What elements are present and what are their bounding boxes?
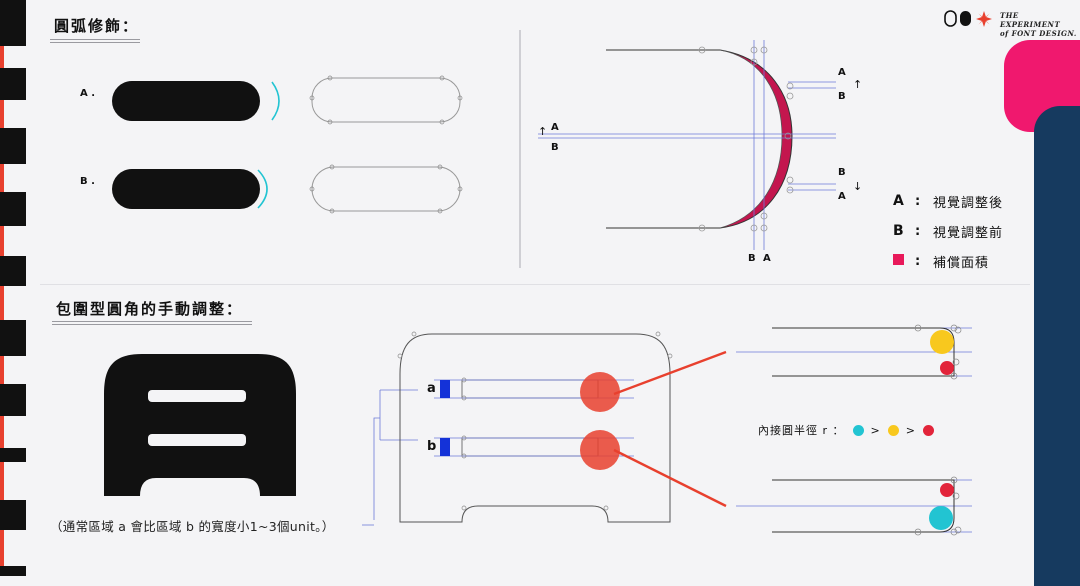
radius-dot-yellow <box>887 424 899 436</box>
highlight-circle-b <box>580 430 620 470</box>
legend-text-a: 視覺調整後 <box>933 195 1004 211</box>
zoom-detail-bottom <box>736 476 972 536</box>
legend-colon: : <box>915 223 921 239</box>
section1-rule <box>50 39 140 40</box>
legend-row-a: A : 視覺調整後 <box>893 186 1003 216</box>
curve-label-top-a: A <box>838 67 846 78</box>
legend-row-b: B : 視覺調整前 <box>893 216 1003 246</box>
compensation-area <box>720 50 792 228</box>
section-divider-horizontal <box>40 284 1030 285</box>
arc-shapes <box>112 75 463 214</box>
highlight-circle-a <box>580 372 620 412</box>
navy-panel <box>1034 106 1080 586</box>
brand-text: THE EXPERIMENT of FONT DESIGN. <box>1000 11 1080 38</box>
label-a: A . <box>80 88 96 99</box>
zone-label-a: a <box>427 381 436 396</box>
legend-row-compensation: : 補償面積 <box>893 246 1003 276</box>
legend: A : 視覺調整後 B : 視覺調整前 : 補償面積 <box>893 186 1003 276</box>
arrow-up-right-icon: ↑ <box>853 78 863 91</box>
curve-a <box>606 49 793 229</box>
curve-label-bottom-b: B <box>838 167 846 178</box>
section2-note: （通常區域 a 會比區域 b 的寬度小1~3個unit。） <box>50 519 335 534</box>
legend-colon: : <box>915 193 921 209</box>
legend-text-compensation: 補償面積 <box>933 255 990 271</box>
solid-pill-b <box>112 169 260 209</box>
curve-diagram <box>538 40 836 250</box>
outline-pill-a <box>311 77 461 123</box>
curve-label-left-a: A <box>551 122 559 133</box>
legend-text-b: 視覺調整前 <box>933 225 1004 241</box>
inscribed-circle-cyan <box>929 506 953 530</box>
outline-pill-b <box>311 166 461 212</box>
cyan-arc-a <box>271 81 280 121</box>
inner-bar-b <box>461 437 599 457</box>
brand-logo-icon <box>944 10 992 27</box>
legend-key-a: A <box>893 193 904 209</box>
zoom-detail-top <box>736 324 972 380</box>
zone-label-b: b <box>427 439 437 454</box>
inner-bar-a <box>461 379 599 399</box>
curve-label-bottom-a: A <box>838 191 846 202</box>
label-b: B . <box>80 176 95 187</box>
solid-pill-a <box>112 81 260 121</box>
zoom-lines <box>613 350 727 508</box>
radius-gt-2: > <box>905 423 916 437</box>
legend-key-b: B <box>893 223 904 239</box>
curve-label-x-a: A <box>763 253 771 264</box>
legend-swatch <box>893 253 915 269</box>
outline-glyph-diagram <box>397 331 673 523</box>
inscribed-circle-red <box>940 361 954 375</box>
radius-dot-cyan <box>852 424 864 436</box>
curve-b <box>719 49 783 229</box>
arrow-down-right-icon: ↓ <box>853 180 863 193</box>
radius-label: 內接圓半徑 r ： <box>758 424 845 437</box>
curve-label-top-b: B <box>838 91 846 102</box>
radius-gt-1: > <box>870 423 881 437</box>
section1-title: 圓弧修飾： <box>54 17 140 35</box>
cyan-arc-b <box>257 169 268 209</box>
radius-order: 內接圓半徑 r ： > > <box>758 422 934 438</box>
arrow-up-left-icon: ↑ <box>538 125 548 138</box>
bracket-connector <box>362 389 418 526</box>
zone-a-blue <box>440 380 450 398</box>
section2-rule <box>52 321 252 322</box>
section2-rule-2 <box>52 324 252 325</box>
brand-line-2: of FONT DESIGN. <box>1000 29 1077 38</box>
section1-rule-2 <box>50 42 140 43</box>
section2-title: 包圍型圓角的手動調整： <box>56 300 244 318</box>
legend-colon: : <box>915 253 921 269</box>
radius-dot-red <box>922 424 934 436</box>
glyph-shape <box>104 354 296 496</box>
curve-label-left-b: B <box>551 142 559 153</box>
brand-line-1: THE EXPERIMENT <box>1000 11 1061 29</box>
inscribed-circle-red-b <box>940 483 954 497</box>
section-divider-vertical <box>519 30 521 268</box>
zone-b-blue <box>440 438 450 456</box>
film-strip <box>0 0 26 576</box>
curve-label-x-b: B <box>748 253 756 264</box>
inscribed-circle-yellow <box>930 330 954 354</box>
